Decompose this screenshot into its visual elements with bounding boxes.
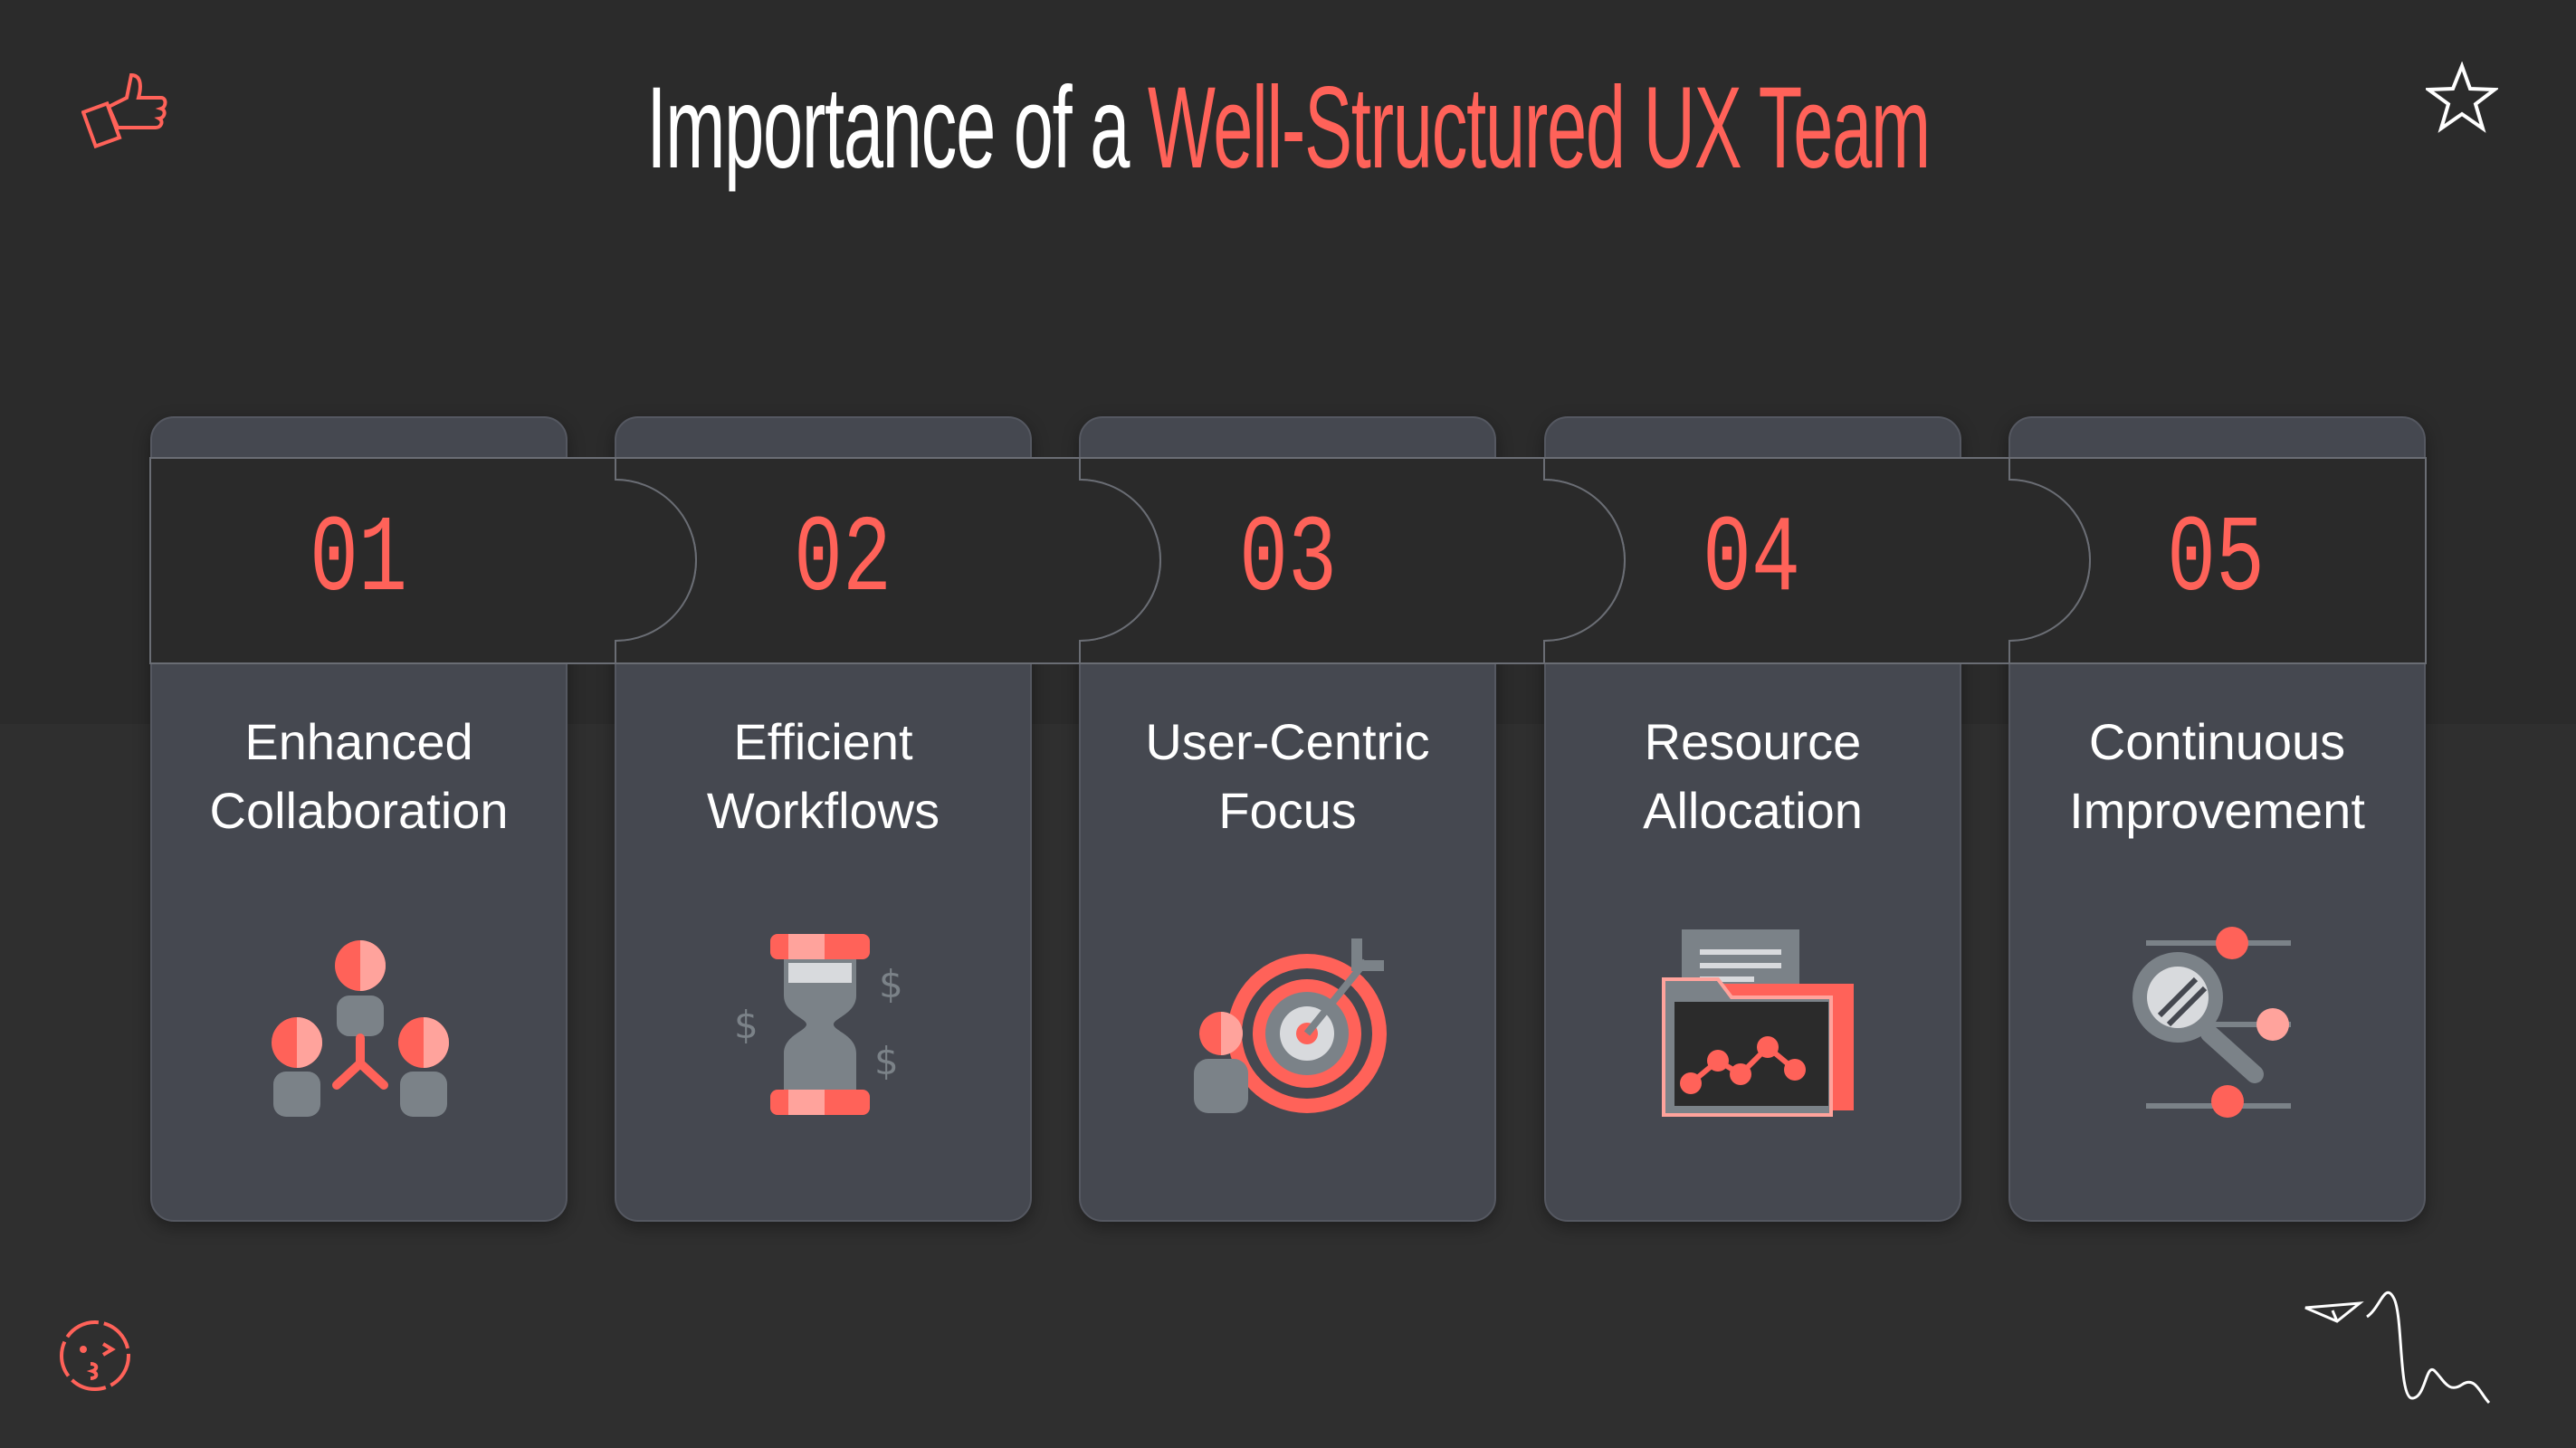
step-number: 04 — [1702, 500, 1801, 623]
hourglass-money-icon: $ $ $ — [734, 934, 903, 1115]
card-label-line2: Workflows — [706, 782, 940, 839]
card-label-line1: Enhanced — [244, 713, 473, 770]
svg-text:$: $ — [874, 1039, 899, 1083]
user-target-icon — [1194, 938, 1387, 1113]
step-number: 02 — [793, 500, 892, 623]
title-prefix: Importance of a — [646, 63, 1148, 193]
folder-chart-icon — [1662, 929, 1854, 1117]
svg-text:$: $ — [879, 962, 903, 1006]
svg-text:$: $ — [734, 1003, 758, 1047]
card-label-line2: Collaboration — [209, 782, 509, 839]
card-label-line1: Resource — [1644, 713, 1862, 770]
card-label-line1: User-Centric — [1145, 713, 1430, 770]
title-highlight: Well-Structured UX Team — [1147, 63, 1931, 193]
step-number: 05 — [2166, 500, 2266, 623]
magnifier-sliders-icon — [2132, 927, 2291, 1118]
wink-face-icon — [60, 1320, 130, 1391]
step-number: 03 — [1238, 500, 1338, 623]
card-label-line2: Improvement — [2069, 782, 2365, 839]
card-label-line1: Continuous — [2088, 713, 2346, 770]
card-label-line2: Focus — [1218, 782, 1357, 839]
card-label-line1: Efficient — [733, 713, 913, 770]
page-title: Importance of a Well-Structured UX Team — [0, 71, 2576, 186]
thumbs-up-icon — [81, 72, 167, 149]
step-number: 01 — [309, 500, 408, 623]
card-label-line2: Allocation — [1643, 782, 1863, 839]
star-icon — [2426, 62, 2498, 133]
team-collaboration-icon — [272, 940, 449, 1117]
paper-plane-squiggle-icon — [2304, 1291, 2491, 1405]
